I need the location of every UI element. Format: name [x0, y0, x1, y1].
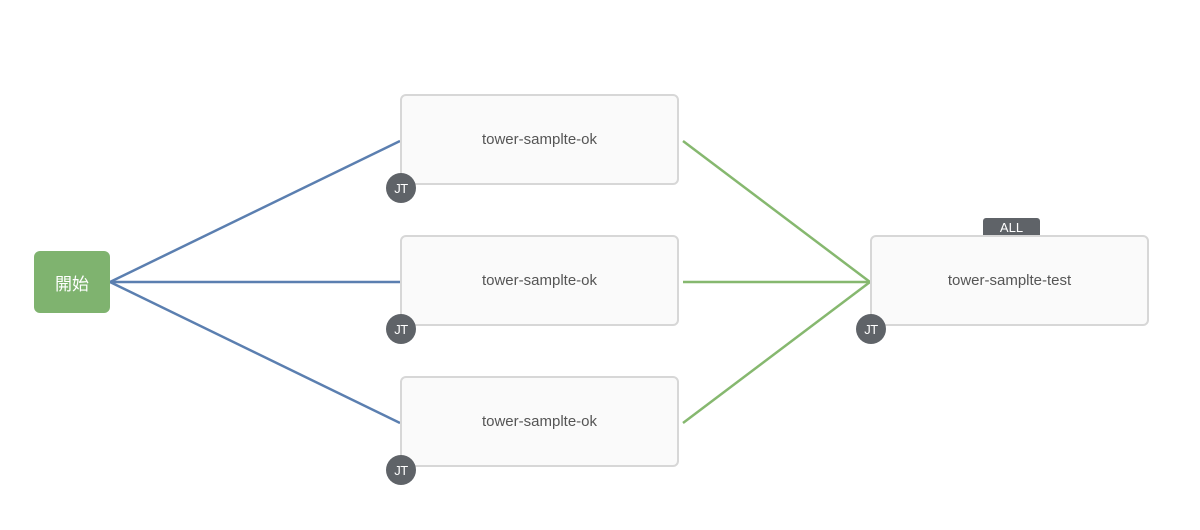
convergence-all-badge: ALL — [983, 218, 1040, 237]
badge-text: JT — [394, 321, 408, 337]
node-label: tower-samplte-ok — [481, 272, 598, 289]
job-template-badge[interactable]: JT — [386, 314, 416, 344]
node-label: tower-samplte-ok — [481, 131, 598, 148]
node-label: tower-samplte-ok — [481, 413, 598, 430]
workflow-node-4[interactable]: tower-samplte-test — [870, 235, 1149, 326]
workflow-node-3[interactable]: tower-samplte-ok — [400, 376, 679, 467]
convergence-label: ALL — [999, 220, 1024, 235]
job-template-badge[interactable]: JT — [386, 173, 416, 203]
badge-text: JT — [864, 321, 878, 337]
workflow-node-1[interactable]: tower-samplte-ok — [400, 94, 679, 185]
job-template-badge[interactable]: JT — [856, 314, 886, 344]
edge-start-to-node-3[interactable] — [109, 280, 401, 425]
workflow-node-2[interactable]: tower-samplte-ok — [400, 235, 679, 326]
start-node-label: 開始 — [55, 274, 89, 294]
edge-node-3-to-node-4[interactable] — [682, 281, 871, 424]
job-template-badge[interactable]: JT — [386, 455, 416, 485]
edge-node-1-to-node-4[interactable] — [682, 140, 871, 283]
badge-text: JT — [394, 462, 408, 478]
badge-text: JT — [394, 180, 408, 196]
edge-start-to-node-1[interactable] — [109, 139, 401, 284]
node-label: tower-samplte-test — [947, 272, 1072, 289]
start-node[interactable]: 開始 — [34, 251, 110, 313]
